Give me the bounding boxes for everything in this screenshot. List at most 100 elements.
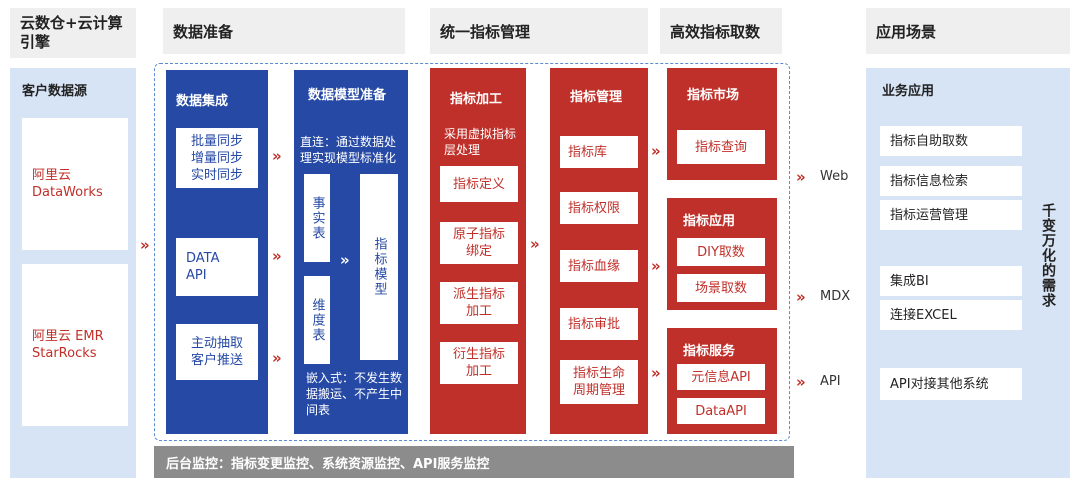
model-embedded: 嵌入式：不发生数据搬运、不产生中间表 [306, 371, 403, 417]
processing-item-compound-label: 衍生指标加工 [452, 347, 505, 379]
application-panel: 指标应用 DIY取数 场景取数 [667, 198, 777, 310]
business-item-excel: 连接EXCEL [880, 300, 1022, 330]
model-title: 数据模型准备 [308, 88, 387, 103]
header-prep-label: 数据准备 [173, 22, 234, 41]
header-fetch: 高效指标取数 [660, 8, 782, 54]
service-title: 指标服务 [683, 344, 736, 359]
service-item-meta-api: 元信息API [677, 364, 765, 390]
header-prep: 数据准备 [163, 8, 405, 54]
monitor-bar: 后台监控：指标变更监控、系统资源监控、API服务监控 [154, 446, 794, 478]
market-panel: 指标市场 指标查询 [667, 68, 777, 180]
service-panel: 指标服务 元信息API DataAPI [667, 328, 777, 434]
application-item-diy: DIY取数 [677, 238, 765, 266]
customer-sources-title: 客户数据源 [22, 84, 88, 99]
processing-panel: 指标加工 采用虚拟指标层处理 指标定义 原子指标绑定 派生指标加工 衍生指标加工 [430, 68, 526, 434]
output-api: API [820, 374, 841, 389]
header-cloud-label: 云数仓+云计算引擎 [20, 14, 123, 51]
management-item-approval: 指标审批 [560, 308, 638, 340]
application-title: 指标应用 [683, 214, 736, 229]
management-item-approval-label: 指标审批 [568, 316, 621, 332]
header-scenario: 应用场景 [866, 8, 1070, 54]
model-panel: 数据模型准备 直连：通过数据处理实现模型标准化 事实表 维度表 » 指标模型 嵌… [294, 70, 408, 434]
processing-desc: 采用虚拟指标层处理 [444, 127, 517, 157]
arrow-integration-to-model-1: » [272, 147, 282, 165]
integration-dataapi-label: DATA API [186, 251, 220, 283]
model-dimension-table-label: 维度表 [309, 297, 325, 343]
arrow-model-inner: » [340, 251, 350, 269]
header-fetch-label: 高效指标取数 [670, 22, 761, 41]
management-title: 指标管理 [570, 90, 623, 105]
integration-panel: 数据集成 批量同步增量同步实时同步 DATA API 主动抽取客户推送 [166, 70, 268, 434]
integration-extract-label: 主动抽取客户推送 [190, 336, 243, 368]
business-item-search: 指标信息检索 [880, 166, 1022, 196]
header-cloud: 云数仓+云计算引擎 [10, 8, 136, 58]
business-item-self-service-label: 指标自助取数 [890, 133, 969, 149]
header-metric-mgmt: 统一指标管理 [430, 8, 648, 54]
management-item-lineage-label: 指标血缘 [568, 258, 621, 274]
dashed-container [154, 63, 790, 441]
processing-item-derived-label: 派生指标加工 [452, 287, 505, 319]
integration-batch-label: 批量同步增量同步实时同步 [190, 133, 243, 183]
integration-title: 数据集成 [176, 94, 229, 109]
management-item-lifecycle: 指标生命周期管理 [560, 360, 638, 404]
model-dimension-table: 维度表 [304, 276, 330, 364]
monitor-label: 后台监控：指标变更监控、系统资源监控、API服务监控 [166, 456, 490, 472]
processing-item-compound: 衍生指标加工 [440, 342, 518, 384]
model-fact-table: 事实表 [304, 174, 330, 262]
business-item-excel-label: 连接EXCEL [890, 307, 957, 323]
application-item-scenario: 场景取数 [677, 274, 765, 302]
source-emr: 阿里云 EMR StarRocks [22, 264, 128, 426]
market-item-query-label: 指标查询 [694, 139, 747, 155]
processing-item-derived: 派生指标加工 [440, 282, 518, 324]
service-item-data-api: DataAPI [677, 398, 765, 424]
management-item-permission: 指标权限 [560, 192, 638, 224]
integration-batch: 批量同步增量同步实时同步 [176, 128, 258, 188]
processing-title: 指标加工 [450, 92, 503, 107]
management-item-lifecycle-label: 指标生命周期管理 [572, 366, 625, 398]
arrow-management-to-service: » [651, 364, 661, 382]
business-item-bi: 集成BI [880, 266, 1022, 296]
management-item-library-label: 指标库 [568, 144, 608, 160]
arrow-web: » [796, 168, 806, 186]
processing-item-atomic-label: 原子指标绑定 [452, 227, 505, 259]
source-emr-label: 阿里云 EMR StarRocks [32, 329, 104, 361]
arrow-integration-to-model-2: » [272, 247, 282, 265]
arrow-management-to-application: » [651, 257, 661, 275]
business-panel: 业务应用 指标自助取数 指标信息检索 指标运营管理 集成BI 连接EXCEL A… [866, 68, 1070, 478]
application-item-diy-label: DIY取数 [697, 244, 745, 260]
service-item-data-api-label: DataAPI [695, 403, 747, 419]
customer-sources-panel: 客户数据源 阿里云DataWorks 阿里云 EMR StarRocks [10, 68, 136, 478]
business-item-search-label: 指标信息检索 [890, 173, 969, 189]
business-item-operations-label: 指标运营管理 [890, 207, 969, 223]
processing-item-definition: 指标定义 [440, 166, 518, 202]
business-item-self-service: 指标自助取数 [880, 126, 1022, 156]
processing-item-atomic: 原子指标绑定 [440, 222, 518, 264]
business-item-operations: 指标运营管理 [880, 200, 1022, 230]
business-side-label: 千变万化的需求 [1040, 203, 1056, 308]
management-panel: 指标管理 指标库 指标权限 指标血缘 指标审批 指标生命周期管理 [550, 68, 648, 434]
header-scenario-label: 应用场景 [876, 22, 937, 41]
arrow-integration-to-model-3: » [272, 349, 282, 367]
business-title: 业务应用 [882, 84, 935, 99]
management-item-lineage: 指标血缘 [560, 250, 638, 282]
business-item-bi-label: 集成BI [890, 273, 929, 289]
service-item-meta-api-label: 元信息API [691, 369, 751, 385]
market-item-query: 指标查询 [677, 130, 765, 164]
application-item-scenario-label: 场景取数 [694, 280, 747, 296]
output-web: Web [820, 169, 849, 184]
arrow-api: » [796, 373, 806, 391]
management-item-library: 指标库 [560, 136, 638, 168]
header-metric-mgmt-label: 统一指标管理 [440, 22, 531, 41]
management-item-permission-label: 指标权限 [568, 200, 621, 216]
model-fact-table-label: 事实表 [309, 195, 325, 241]
model-metric-model-label: 指标模型 [371, 237, 387, 297]
model-metric-model: 指标模型 [360, 174, 398, 360]
arrow-management-to-market: » [651, 142, 661, 160]
source-dataworks-label: 阿里云DataWorks [32, 168, 103, 200]
market-title: 指标市场 [687, 88, 740, 103]
processing-item-definition-label: 指标定义 [452, 176, 505, 192]
business-item-api-integration: API对接其他系统 [880, 368, 1022, 400]
integration-dataapi: DATA API [176, 238, 258, 296]
integration-extract: 主动抽取客户推送 [176, 324, 258, 380]
arrow-processing-to-management: » [530, 235, 540, 253]
